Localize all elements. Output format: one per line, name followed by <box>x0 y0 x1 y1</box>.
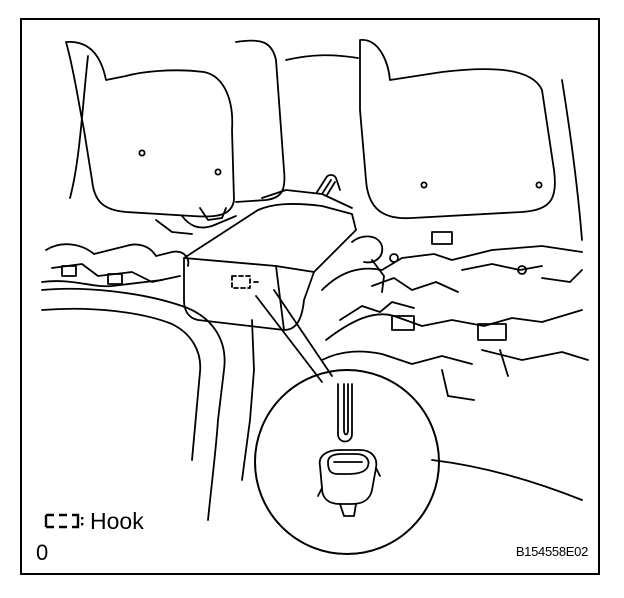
seat-back-left <box>65 41 235 218</box>
detail-callout <box>254 369 440 555</box>
seat-back-right <box>359 39 556 220</box>
floor-mechanism-left <box>41 207 237 288</box>
hook-socket-icon <box>318 449 378 505</box>
center-armrest <box>183 189 357 331</box>
hook-detail-icon <box>337 383 353 443</box>
floor-mechanism-right <box>321 231 589 401</box>
rear-seat-illustration <box>41 39 589 555</box>
illustration-frame <box>20 18 600 575</box>
callout-leader <box>255 289 333 383</box>
figure-code: B154558E02 <box>515 544 588 559</box>
corner-mark: 0 <box>36 540 49 565</box>
hook-marker-icon <box>44 513 84 529</box>
hook-marker-on-armrest-icon <box>231 275 251 289</box>
seat-backs <box>65 39 583 241</box>
seat-back-hook-icon <box>316 174 341 196</box>
front-seat-cushion <box>41 287 226 521</box>
legend: Hook <box>42 507 144 535</box>
legend-label: Hook <box>90 508 144 534</box>
seat-back-center <box>235 39 286 203</box>
